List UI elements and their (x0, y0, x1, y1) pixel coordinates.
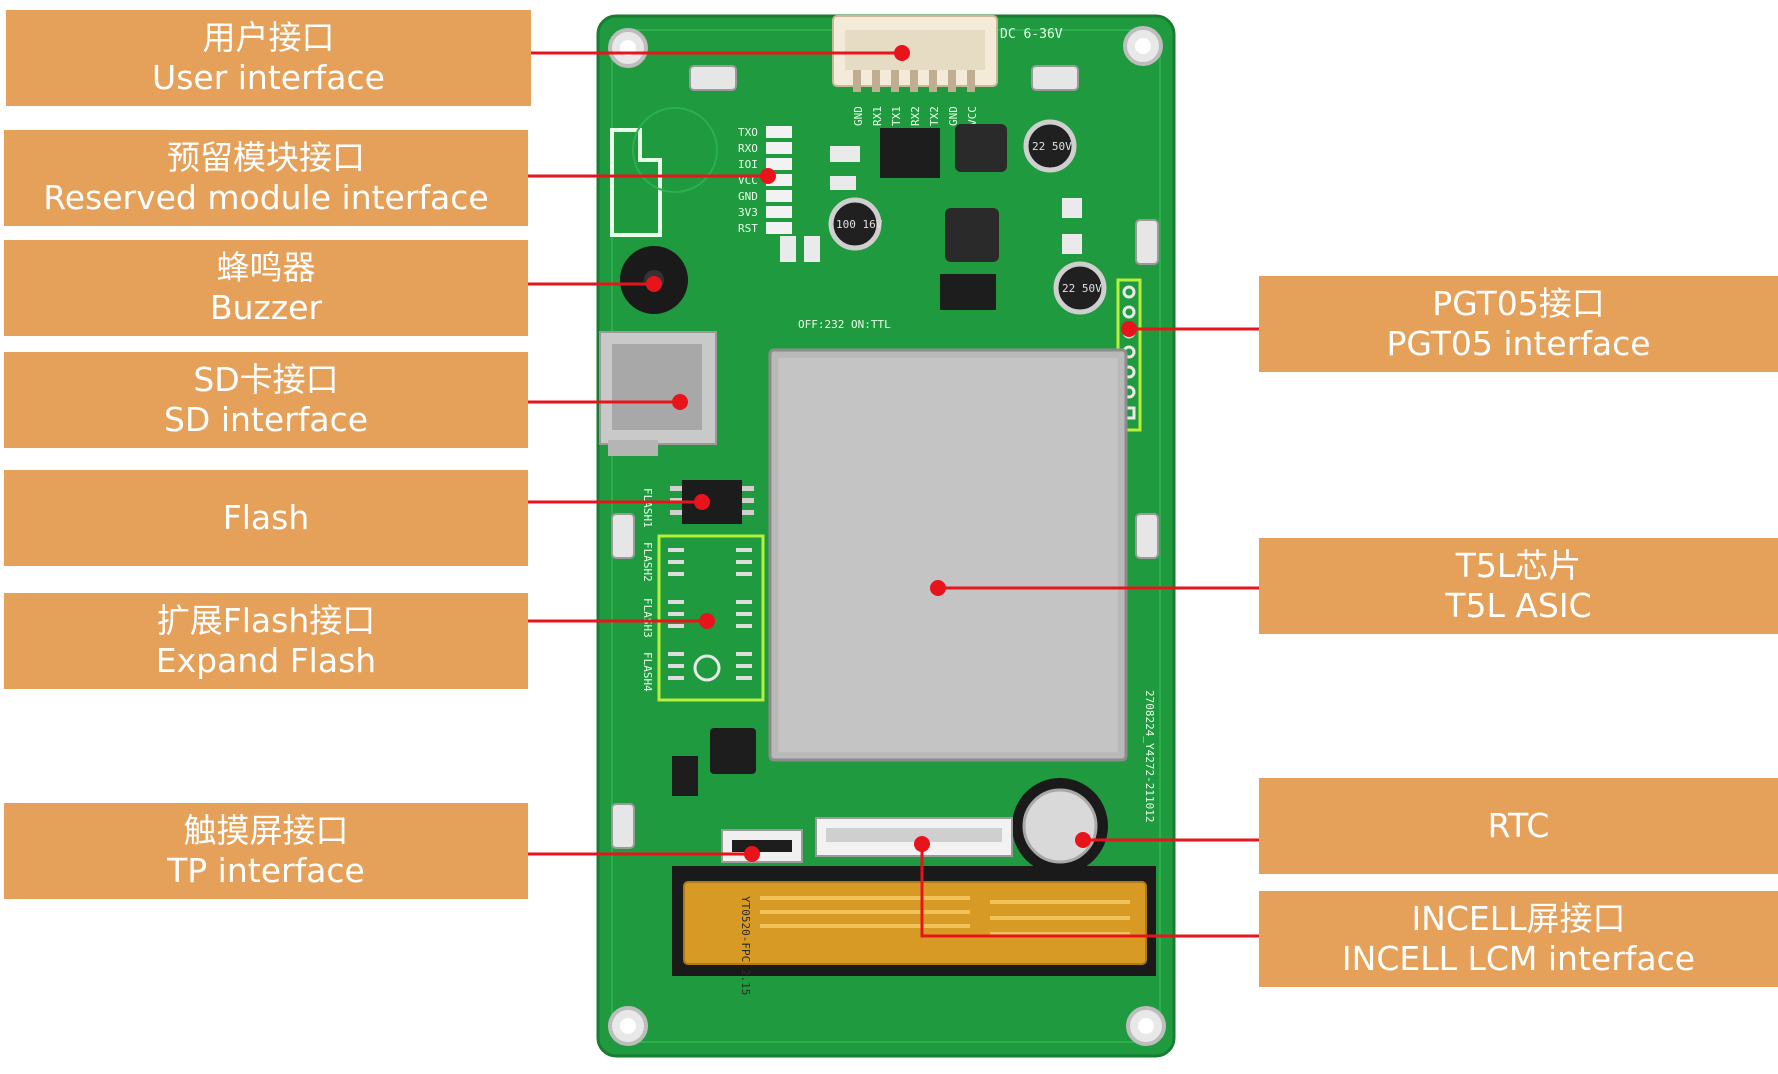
label-expand-flash: 扩展Flash接口 Expand Flash (4, 593, 528, 689)
label-en: Expand Flash (155, 641, 377, 680)
label-en: PGT05 interface (1386, 324, 1651, 363)
label-en: User interface (152, 58, 385, 97)
label-en: SD interface (163, 400, 369, 439)
label-zh: 用户接口 (202, 18, 335, 58)
power-components: 100 16V 22 50V 22 50V OFF:232 ON:TTL (780, 119, 1107, 331)
silk-user-pin: TX2 (928, 106, 941, 126)
silk-pcb-code: 2708224_Y4272-211012 (1143, 690, 1156, 822)
silk-user-pin: GND (947, 106, 960, 126)
incell-connector (815, 817, 1013, 857)
silk-flash: FLASH4 (641, 652, 654, 692)
label-rtc: RTC (1259, 778, 1778, 874)
silk-module-pin: RST (738, 222, 758, 235)
silk-user-pin: GND (852, 106, 865, 126)
label-sd-interface: SD卡接口 SD interface (4, 352, 528, 448)
fpc-cable: YT0520-FPC 2.15 (672, 866, 1156, 995)
silk-user-pin: RX1 (871, 106, 884, 126)
expand-flash-pads (657, 534, 765, 702)
label-zh: 预留模块接口 (167, 138, 365, 178)
label-en: INCELL LCM interface (1341, 939, 1696, 978)
sd-socket (599, 331, 717, 456)
label-zh: 扩展Flash接口 (156, 601, 376, 641)
label-pgt05-interface: PGT05接口 PGT05 interface (1259, 276, 1778, 372)
silk-module-pin: IOI (738, 158, 758, 171)
silk-module-pin: 3V3 (738, 206, 758, 219)
label-user-interface: 用户接口 User interface (6, 10, 531, 106)
silk-module-pin: RXO (738, 142, 758, 155)
label-en: TP interface (167, 851, 365, 890)
rtc-battery (1012, 778, 1108, 874)
label-zh: SD卡接口 (193, 360, 339, 400)
silk-module-pin: GND (738, 190, 758, 203)
silk-cap: 100 16V (836, 218, 883, 231)
label-t5l-asic: T5L芯片 T5L ASIC (1259, 538, 1778, 634)
buzzer (620, 246, 688, 314)
tp-connector (721, 829, 803, 863)
silk-user-pin: RX2 (909, 106, 922, 126)
label-en: Flash (222, 498, 310, 538)
silk-switch: OFF:232 ON:TTL (798, 318, 891, 331)
label-incell-lcm: INCELL屏接口 INCELL LCM interface (1259, 891, 1778, 987)
label-zh: 蜂鸣器 (216, 248, 316, 288)
silk-flash: FLASH1 (641, 488, 654, 528)
label-zh: T5L芯片 (1455, 546, 1582, 586)
label-zh: PGT05接口 (1432, 284, 1605, 324)
label-reserved-module: 预留模块接口 Reserved module interface (4, 130, 528, 226)
label-tp-interface: 触摸屏接口 TP interface (4, 803, 528, 899)
silk-user-pin: TX1 (890, 106, 903, 126)
silk-flash: FLASH2 (641, 542, 654, 582)
label-zh: INCELL屏接口 (1411, 899, 1626, 939)
silk-user-pin: VCC (966, 106, 979, 126)
silk-module-pin: VCC (738, 174, 758, 187)
silk-cap: 22 50V (1062, 282, 1102, 295)
label-en: RTC (1487, 806, 1550, 846)
silk-flash: FLASH3 (641, 598, 654, 638)
label-en: Buzzer (209, 288, 323, 327)
label-zh: 触摸屏接口 (183, 811, 349, 851)
label-flash: Flash (4, 470, 528, 566)
label-buzzer: 蜂鸣器 Buzzer (4, 240, 528, 336)
silk-cap: 22 50V (1032, 140, 1072, 153)
silk-voltage: DC 6-36V (1000, 27, 1063, 42)
label-en: T5L ASIC (1445, 586, 1592, 625)
flash-chip (670, 480, 754, 524)
silk-fpc: YT0520-FPC 2.15 (739, 896, 752, 995)
silk-module-pin: TXO (738, 126, 758, 139)
user-connector (832, 15, 998, 92)
label-en: Reserved module interface (43, 178, 489, 217)
t5l-shield (768, 348, 1128, 762)
